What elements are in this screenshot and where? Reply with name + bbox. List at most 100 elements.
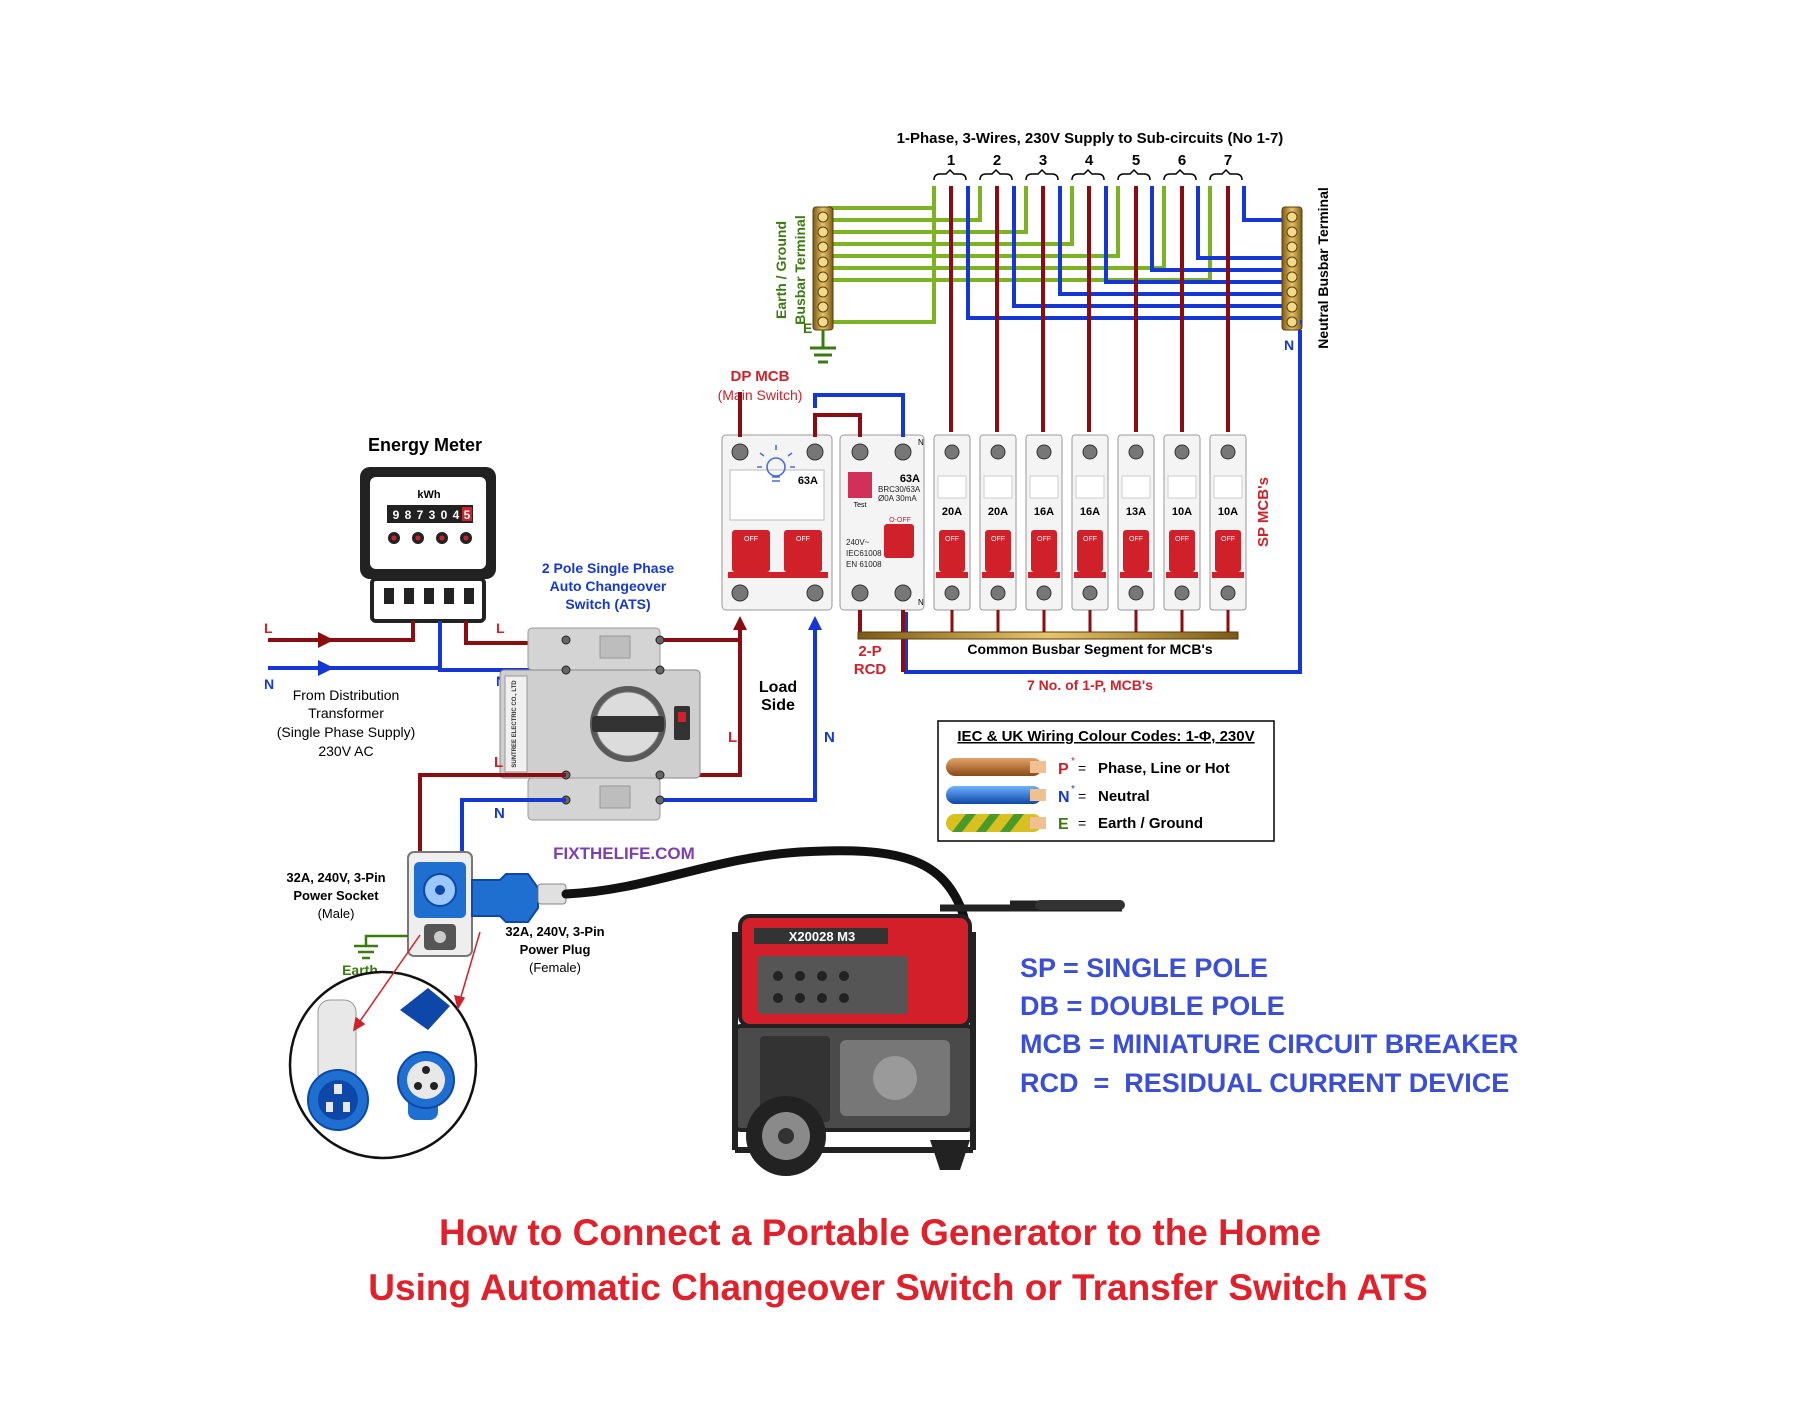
sp-mcb bbox=[1117, 434, 1155, 611]
supply-l-label: L bbox=[264, 620, 273, 636]
mcb-off-1: OFF bbox=[945, 536, 959, 543]
earth-symbol bbox=[354, 934, 408, 960]
male-plug-closeup bbox=[307, 999, 369, 1131]
mcb-off-4: OFF bbox=[1083, 536, 1097, 543]
load-phase-arrow bbox=[733, 616, 747, 630]
energy-meter-unit: kWh bbox=[417, 489, 441, 501]
mcb-off-6: OFF bbox=[1175, 536, 1189, 543]
generator-model: X20028 M3 bbox=[789, 929, 856, 944]
generator: X20028 M3 bbox=[732, 900, 1125, 1176]
energy-meter: Energy Meter kWh 9 8 7 3 0 4 5 bbox=[360, 435, 496, 623]
circuit-braces bbox=[933, 168, 1243, 181]
sp-mcb bbox=[1163, 434, 1201, 611]
dp-mcb-subtitle: (Main Switch) bbox=[718, 387, 803, 403]
dp-rcd-links bbox=[738, 392, 905, 437]
title-line-2: Using Automatic Changeover Switch or Tra… bbox=[368, 1267, 1427, 1308]
magnified-connectors bbox=[288, 970, 478, 1160]
earth-busbar-letter: E bbox=[803, 320, 812, 336]
legend-text-earth: Earth / Ground bbox=[1098, 815, 1203, 832]
earth-busbar: Earth / Ground Busbar Terminal E bbox=[773, 206, 836, 364]
meter-digit-4: 3 bbox=[429, 508, 436, 522]
ats: 2 Pole Single Phase Auto Changeover Swit… bbox=[499, 560, 701, 821]
rcd-label-1: 2-P bbox=[858, 643, 881, 660]
mcb-rating-7: 10A bbox=[1218, 506, 1238, 518]
legend-title: IEC & UK Wiring Colour Codes: 1-Φ, 230V bbox=[957, 728, 1254, 745]
sp-mcb bbox=[1025, 434, 1063, 611]
supply-header: 1-Phase, 3-Wires, 230V Supply to Sub-cir… bbox=[897, 130, 1284, 147]
power-socket bbox=[407, 851, 473, 957]
supply-n-label: N bbox=[264, 676, 274, 692]
sp-mcbs-label: SP MCB's bbox=[1255, 477, 1272, 547]
supply-neutral-arrow bbox=[318, 660, 334, 676]
supply-source-line-1: From Distribution bbox=[293, 687, 400, 703]
plug-line-3: (Female) bbox=[529, 960, 581, 975]
ats-brand: SUNTREE ELECTRIC CO., LTD bbox=[512, 680, 518, 768]
neutral-busbar-letter: N bbox=[1284, 337, 1294, 353]
supply-phase-arrow bbox=[318, 632, 334, 648]
title-line-1: How to Connect a Portable Generator to t… bbox=[439, 1212, 1321, 1253]
load-neutral-arrow bbox=[808, 616, 822, 630]
earth-busbar-label-2: Busbar Terminal bbox=[792, 215, 808, 324]
legend-eq-phase: = bbox=[1078, 760, 1086, 776]
rcd-spec-2: IEC61008 bbox=[846, 549, 882, 558]
circuit-numbers: 1 2 3 4 5 6 7 bbox=[947, 152, 1232, 169]
ats-line-1: 2 Pole Single Phase bbox=[542, 560, 674, 576]
rcd-off: O-OFF bbox=[889, 517, 911, 524]
earth-busbar-label-1: Earth / Ground bbox=[773, 221, 789, 319]
meter-digit-2: 8 bbox=[405, 508, 412, 522]
mcb-rating-4: 16A bbox=[1080, 506, 1100, 518]
sp-mcb bbox=[1071, 434, 1109, 611]
legend-row-earth: E = Earth / Ground bbox=[946, 814, 1203, 833]
meter-l-label: L bbox=[496, 620, 505, 636]
neutral-busbar-label: Neutral Busbar Terminal bbox=[1315, 187, 1331, 349]
mcb-rating-5: 13A bbox=[1126, 506, 1146, 518]
ats-line-3: Switch (ATS) bbox=[565, 596, 650, 612]
mcb-off-2: OFF bbox=[991, 536, 1005, 543]
mcb-rating-3: 16A bbox=[1034, 506, 1054, 518]
sp-mcbs: 20A 20A 16A 16A 13A 10A 10A OFF OFF OFF … bbox=[933, 434, 1272, 611]
load-n-label: N bbox=[824, 729, 835, 746]
load-l-label: L bbox=[728, 729, 737, 746]
rcd-spec-5: Ø0A 30mA bbox=[878, 494, 917, 503]
legend-row-neutral: N * = Neutral bbox=[946, 784, 1150, 806]
circuit-number-4: 4 bbox=[1085, 152, 1094, 169]
supply-source-line-3: (Single Phase Supply) bbox=[277, 724, 416, 740]
legend-letter-phase: P bbox=[1058, 761, 1069, 778]
gen-n-label: N bbox=[494, 805, 505, 822]
energy-meter-title: Energy Meter bbox=[368, 435, 482, 455]
abbreviation-sp: SP = SINGLE POLE bbox=[1020, 953, 1268, 983]
legend-eq-earth: = bbox=[1078, 815, 1086, 831]
load-side-line-1: Load bbox=[759, 679, 797, 696]
rcd-n-bottom: N bbox=[918, 598, 924, 607]
meter-digit-5: 0 bbox=[441, 508, 448, 522]
legend-letter-earth: E bbox=[1058, 816, 1069, 833]
mcb-off-5: OFF bbox=[1129, 536, 1143, 543]
circuit-number-2: 2 bbox=[993, 152, 1001, 169]
plug-line-1: 32A, 240V, 3-Pin bbox=[505, 924, 604, 939]
mcb-count-label: 7 No. of 1-P, MCB's bbox=[1027, 677, 1153, 693]
abbreviation-rcd: RCD = RESIDUAL CURRENT DEVICE bbox=[1020, 1068, 1509, 1098]
mcb-off-7: OFF bbox=[1221, 536, 1235, 543]
legend-text-neutral: Neutral bbox=[1098, 788, 1150, 805]
rcd-label-2: RCD bbox=[854, 661, 887, 678]
sp-mcb bbox=[1209, 434, 1247, 611]
plug-line-2: Power Plug bbox=[520, 942, 591, 957]
dp-mcb-rating: 63A bbox=[798, 475, 818, 487]
abbreviation-db: DB = DOUBLE POLE bbox=[1020, 991, 1285, 1021]
socket-line-3: (Male) bbox=[318, 906, 355, 921]
socket-line-1: 32A, 240V, 3-Pin bbox=[286, 870, 385, 885]
sub-circuit-phase-wires bbox=[949, 186, 1230, 432]
meter-digit-3: 7 bbox=[417, 508, 424, 522]
common-busbar: Common Busbar Segment for MCB's 7 No. of… bbox=[857, 610, 1239, 693]
callout-arrows bbox=[352, 931, 481, 1032]
meter-digit-6: 4 bbox=[453, 508, 460, 522]
neutral-busbar: Neutral Busbar Terminal N bbox=[904, 187, 1331, 674]
legend-eq-neutral: = bbox=[1078, 788, 1086, 804]
circuit-number-7: 7 bbox=[1224, 152, 1232, 169]
mcb-off-3: OFF bbox=[1037, 536, 1051, 543]
supply-source-line-4: 230V AC bbox=[318, 743, 373, 759]
rcd: N N 63A Test BRC30/63A Ø0A 30mA O-OFF 24… bbox=[839, 434, 925, 678]
legend-star-neutral: * bbox=[1071, 784, 1075, 795]
mcb-rating-1: 20A bbox=[942, 506, 962, 518]
